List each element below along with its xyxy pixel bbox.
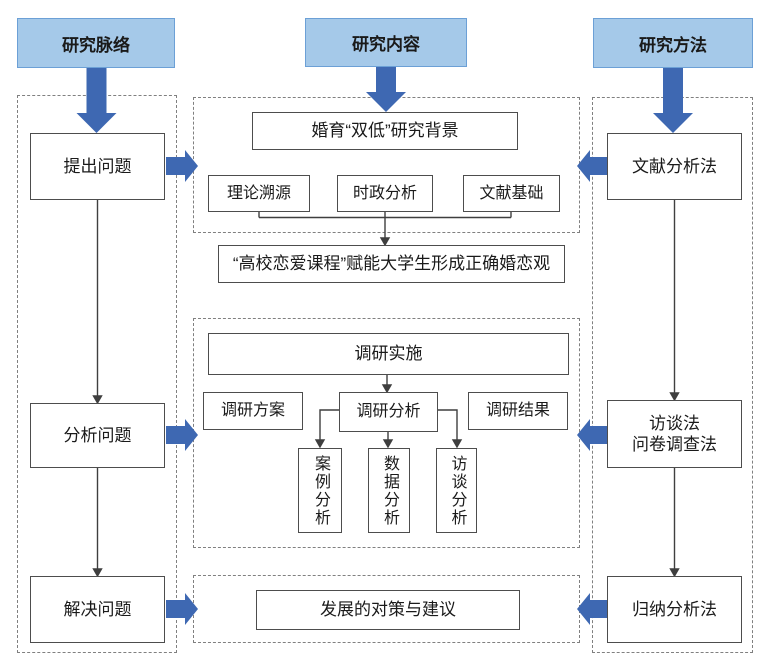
header-research-method-label: 研究方法 <box>639 35 707 55</box>
branch-interview <box>438 409 458 440</box>
solve-problem-label: 解决问题 <box>63 599 132 619</box>
box-empower-statement: “高校恋爱课程”赋能大学生形成正确婚恋观 <box>218 245 565 283</box>
survey-implementation-label: 调研实施 <box>354 344 423 364</box>
arrowhead-method2 <box>669 392 680 402</box>
box-interview-analysis: 访谈分析 <box>436 448 477 533</box>
arrowhead-data <box>382 439 394 449</box>
induction-method-label: 归纳分析法 <box>632 599 717 619</box>
box-survey-plan: 调研方案 <box>203 392 303 430</box>
survey-result-label: 调研结果 <box>485 402 550 419</box>
arrowhead-case <box>314 439 326 449</box>
empower-statement-label: “高校恋爱课程”赋能大学生形成正确婚恋观 <box>232 254 551 274</box>
arrow-method-down <box>653 68 693 133</box>
arrowhead-analyze <box>92 395 103 405</box>
header-research-context: 研究脉络 <box>17 18 175 68</box>
arrow-interviewmethod-left <box>577 419 607 451</box>
literature-method-label: 文献分析法 <box>632 156 717 176</box>
survey-analysis-label: 调研分析 <box>356 403 421 420</box>
header-research-method: 研究方法 <box>593 18 753 68</box>
arrow-analyze-right <box>166 419 198 451</box>
survey-plan-label: 调研方案 <box>220 402 285 419</box>
arrow-context-down <box>76 68 117 133</box>
box-interview-survey-method: 访谈法 问卷调查法 <box>607 400 742 468</box>
box-development-suggestion: 发展的对策与建议 <box>256 590 520 630</box>
box-survey-implementation: 调研实施 <box>208 333 569 375</box>
interview-method-label: 访谈法 <box>649 413 700 433</box>
box-literature-method: 文献分析法 <box>607 133 742 200</box>
box-solve-problem: 解决问题 <box>30 576 165 643</box>
box-case-analysis: 案例分析 <box>298 448 342 533</box>
theory-origin-label: 理论溯源 <box>226 184 291 202</box>
development-suggestion-label: 发展的对策与建议 <box>320 600 456 620</box>
box-analyze-problem: 分析问题 <box>30 403 165 468</box>
box-survey-result: 调研结果 <box>468 392 568 430</box>
arrow-litmethod-left <box>577 150 607 182</box>
box-research-background: 婚育“双低”研究背景 <box>252 112 518 150</box>
arrow-induction-left <box>577 593 607 625</box>
interview-analysis-label: 访谈分析 <box>448 454 466 527</box>
arrowhead-empower <box>379 237 391 247</box>
box-politics-analysis: 时政分析 <box>337 175 433 212</box>
box-induction-method: 归纳分析法 <box>607 576 742 643</box>
box-propose-problem: 提出问题 <box>30 133 165 200</box>
arrow-solve-right <box>166 593 198 625</box>
propose-problem-label: 提出问题 <box>63 156 132 176</box>
arrowhead-solve <box>92 568 103 578</box>
box-literature-basis: 文献基础 <box>463 175 560 212</box>
arrowhead-interview <box>451 439 463 449</box>
box-data-analysis: 数据分析 <box>368 448 410 533</box>
header-research-content-label: 研究内容 <box>352 35 420 54</box>
analyze-problem-label: 分析问题 <box>63 425 132 445</box>
branch-case <box>319 409 339 440</box>
literature-basis-label: 文献基础 <box>479 184 544 202</box>
arrowhead-analysis <box>381 384 393 394</box>
box-theory-origin: 理论溯源 <box>208 175 310 212</box>
data-analysis-label: 数据分析 <box>381 454 398 527</box>
case-analysis-label: 案例分析 <box>312 454 329 527</box>
box-survey-analysis: 调研分析 <box>339 392 438 432</box>
politics-analysis-label: 时政分析 <box>352 184 417 202</box>
arrow-propose-right <box>166 150 198 182</box>
arrow-content-down <box>366 67 406 112</box>
header-research-context-label: 研究脉络 <box>62 35 130 55</box>
research-background-label: 婚育“双低”研究背景 <box>311 121 459 141</box>
header-research-content: 研究内容 <box>305 18 467 67</box>
survey-method-label: 问卷调查法 <box>632 435 717 454</box>
arrowhead-method3 <box>669 568 680 578</box>
